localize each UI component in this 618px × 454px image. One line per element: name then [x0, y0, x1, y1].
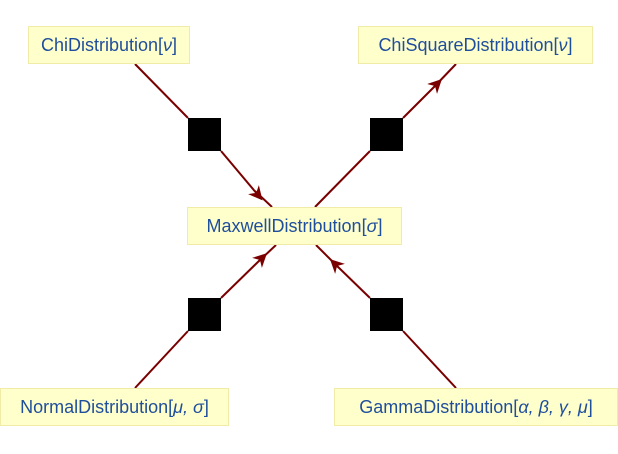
edge-chi-to-maxwell-tail [254, 190, 273, 208]
node-name: GammaDistribution [359, 397, 514, 417]
edge-chi-to-maxwell-arrow [220, 150, 263, 201]
edge-maxwell-to-chisquare-tail [433, 63, 457, 88]
edge-normal-to-maxwell [134, 330, 189, 389]
node-name: ChiDistribution [40, 35, 158, 55]
node-args: σ [366, 216, 378, 236]
node-args: α, β, γ, μ [518, 397, 588, 417]
edge-maxwell-to-chisquare [314, 150, 371, 208]
node-name: MaxwellDistribution [206, 216, 362, 236]
node-args: ν [163, 35, 173, 55]
edge-gamma-to-maxwell [402, 330, 457, 389]
node-args: μ, σ [173, 397, 204, 417]
node-name: NormalDistribution [20, 397, 169, 417]
node-normal-distribution[interactable]: NormalDistribution[μ, σ] [0, 388, 229, 426]
node-chi-distribution[interactable]: ChiDistribution[ν] [28, 26, 190, 64]
node-gamma-distribution[interactable]: GammaDistribution[α, β, γ, μ] [334, 388, 618, 426]
edge-chi-to-maxwell [134, 63, 189, 119]
transformation-square-chisquare[interactable] [370, 118, 403, 151]
transformation-square-gamma[interactable] [370, 298, 403, 331]
node-chisquare-distribution[interactable]: ChiSquareDistribution[ν] [358, 26, 593, 64]
node-name: ChiSquareDistribution [378, 35, 554, 55]
edge-normal-to-maxwell-arrow [220, 253, 268, 299]
node-args: ν [558, 35, 568, 55]
edge-gamma-to-maxwell-arrow [329, 259, 371, 299]
edge-normal-to-maxwell-tail [258, 244, 277, 262]
transformation-square-normal[interactable] [188, 298, 221, 331]
node-maxwell-distribution[interactable]: MaxwellDistribution[σ] [187, 207, 402, 245]
edge-gamma-to-maxwell-tail [315, 244, 339, 268]
transformation-square-chi[interactable] [188, 118, 221, 151]
edge-maxwell-to-chisquare-arrow [402, 79, 442, 119]
